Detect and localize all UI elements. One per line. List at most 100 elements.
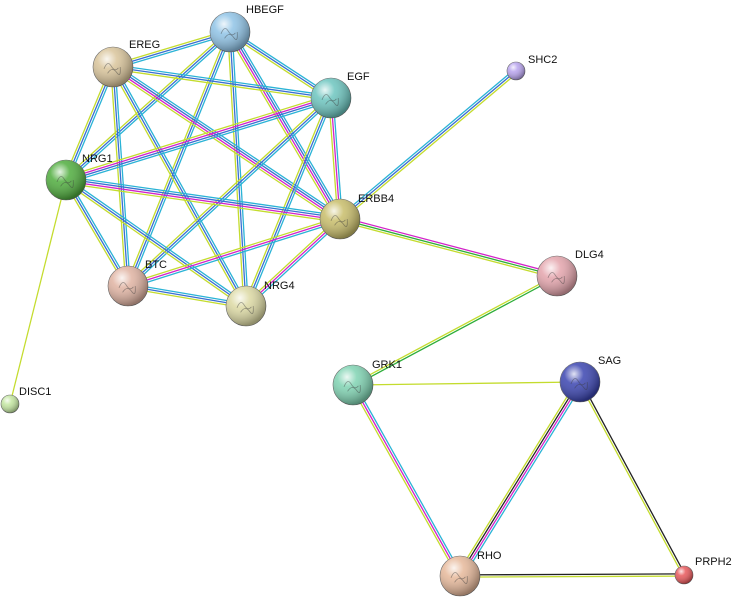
node-btc[interactable]: BTC	[107, 259, 167, 307]
edge-line-yellowgreen	[456, 379, 578, 575]
edge-erbb4-shc2[interactable]	[338, 68, 518, 222]
edge-nrg1-btc[interactable]	[63, 178, 131, 288]
edge-ereg-egf[interactable]	[112, 64, 332, 101]
edge-egf-btc[interactable]	[126, 95, 333, 289]
edge-erbb4-btc[interactable]	[127, 216, 341, 289]
edge-line-yellowgreen	[340, 72, 518, 222]
edge-hbegf-nrg4[interactable]	[227, 31, 249, 307]
node-gloss	[1, 395, 19, 413]
protein-structure-icon	[220, 28, 238, 40]
edge-line-cyan	[332, 97, 343, 219]
edge-line-cyan	[462, 383, 584, 579]
edge-line-yellowgreen	[110, 67, 127, 287]
node-prph2[interactable]: PRPH2	[674, 556, 732, 585]
edge-line-blue	[230, 31, 342, 219]
edge-sag-prph2[interactable]	[578, 381, 686, 576]
node-sag[interactable]: SAG	[559, 355, 621, 403]
edge-line-blue	[66, 178, 341, 219]
edge-line-blue	[229, 31, 247, 307]
node-shc2[interactable]: SHC2	[506, 54, 557, 81]
node-label-disc1: DISC1	[19, 386, 51, 398]
edge-erbb4-nrg4[interactable]	[244, 216, 342, 309]
edge-line-blue	[65, 66, 114, 181]
edge-line-cyan	[354, 383, 463, 576]
edge-line-yellowgreen	[352, 274, 557, 385]
edge-rho-prph2[interactable]	[459, 573, 685, 578]
node-dlg4[interactable]: DLG4	[536, 249, 604, 297]
edge-egf-nrg1[interactable]	[64, 94, 333, 184]
edge-hbegf-nrg1[interactable]	[64, 29, 232, 183]
edge-erbb4-dlg4[interactable]	[339, 216, 558, 279]
edge-line-cyan	[113, 64, 332, 97]
edge-line-magenta	[127, 218, 341, 287]
edge-line-blue	[65, 31, 231, 181]
edge-nrg1-erbb4[interactable]	[65, 176, 341, 223]
node-nrg1[interactable]: NRG1	[45, 153, 113, 201]
node-label-rho: RHO	[477, 550, 502, 562]
node-gloss	[108, 266, 148, 306]
edge-line-magenta	[245, 218, 341, 307]
edge-nrg1-disc1[interactable]	[9, 179, 67, 405]
edge-ereg-btc[interactable]	[110, 66, 131, 287]
node-erbb4[interactable]: ERBB4	[319, 193, 394, 240]
protein-structure-icon	[118, 282, 136, 294]
node-label-grk1: GRK1	[372, 359, 402, 371]
edge-line-cyan	[129, 99, 333, 289]
edge-line-cyan	[247, 98, 334, 308]
edge-dlg4-grk1[interactable]	[352, 274, 558, 387]
node-label-erbb4: ERBB4	[358, 193, 394, 205]
edge-line-black	[458, 381, 580, 576]
protein-structure-icon	[236, 302, 254, 314]
edge-egf-nrg4[interactable]	[243, 96, 334, 308]
edge-line-blue	[245, 97, 332, 307]
edge-line-cyan	[66, 177, 248, 305]
protein-structure-icon	[330, 215, 348, 227]
edge-grk1-sag[interactable]	[352, 381, 581, 386]
edge-line-yellowgreen	[63, 180, 127, 288]
node-label-shc2: SHC2	[528, 54, 557, 66]
edge-hbegf-erbb4[interactable]	[226, 29, 344, 222]
edge-line-blue	[127, 97, 332, 287]
edge-line-yellowgreen	[227, 32, 245, 307]
edge-sag-rho[interactable]	[456, 379, 584, 579]
edge-line-magenta	[340, 216, 558, 275]
node-hbegf[interactable]: HBEGF	[209, 4, 284, 53]
node-rho[interactable]: RHO	[439, 550, 502, 597]
edge-line-cyan	[67, 33, 232, 183]
edge-line-blue	[112, 31, 231, 68]
node-disc1[interactable]: DISC1	[0, 386, 51, 414]
edge-line-blue	[112, 66, 129, 287]
edge-line-yellowgreen	[226, 33, 338, 222]
edge-line-yellowgreen	[63, 65, 112, 180]
edge-ereg-nrg1[interactable]	[63, 65, 116, 182]
node-grk1[interactable]: GRK1	[332, 359, 402, 406]
edges-layer	[9, 29, 686, 579]
edge-grk1-rho[interactable]	[350, 383, 463, 578]
edge-line-yellowgreen	[243, 96, 330, 306]
edge-line-cyan	[113, 33, 231, 70]
edge-line-yellowgreen	[127, 216, 340, 285]
edge-line-magenta	[352, 384, 461, 577]
protein-structure-icon	[343, 381, 361, 393]
edge-line-yellowgreen	[112, 29, 230, 66]
node-ereg[interactable]: EREG	[92, 39, 160, 88]
edge-line-cyan	[232, 29, 344, 218]
node-egf[interactable]: EGF	[310, 71, 370, 119]
edge-hbegf-ereg[interactable]	[112, 29, 231, 70]
edge-line-cyan	[67, 67, 116, 182]
edge-ereg-nrg4[interactable]	[110, 65, 249, 308]
edge-nrg1-nrg4[interactable]	[64, 177, 248, 309]
node-label-prph2: PRPH2	[695, 556, 732, 568]
edge-line-yellowgreen	[578, 382, 684, 576]
edge-hbegf-btc[interactable]	[125, 30, 233, 288]
edge-line-magenta	[460, 382, 582, 577]
protein-structure-icon	[547, 272, 565, 284]
node-label-dlg4: DLG4	[575, 249, 604, 261]
edge-line-magenta	[112, 67, 340, 221]
node-gloss	[675, 566, 693, 584]
edge-ereg-erbb4[interactable]	[110, 63, 343, 223]
edge-line-cyan	[338, 68, 516, 218]
edge-line-yellowgreen	[125, 30, 229, 286]
node-nrg4[interactable]: NRG4	[225, 280, 295, 327]
